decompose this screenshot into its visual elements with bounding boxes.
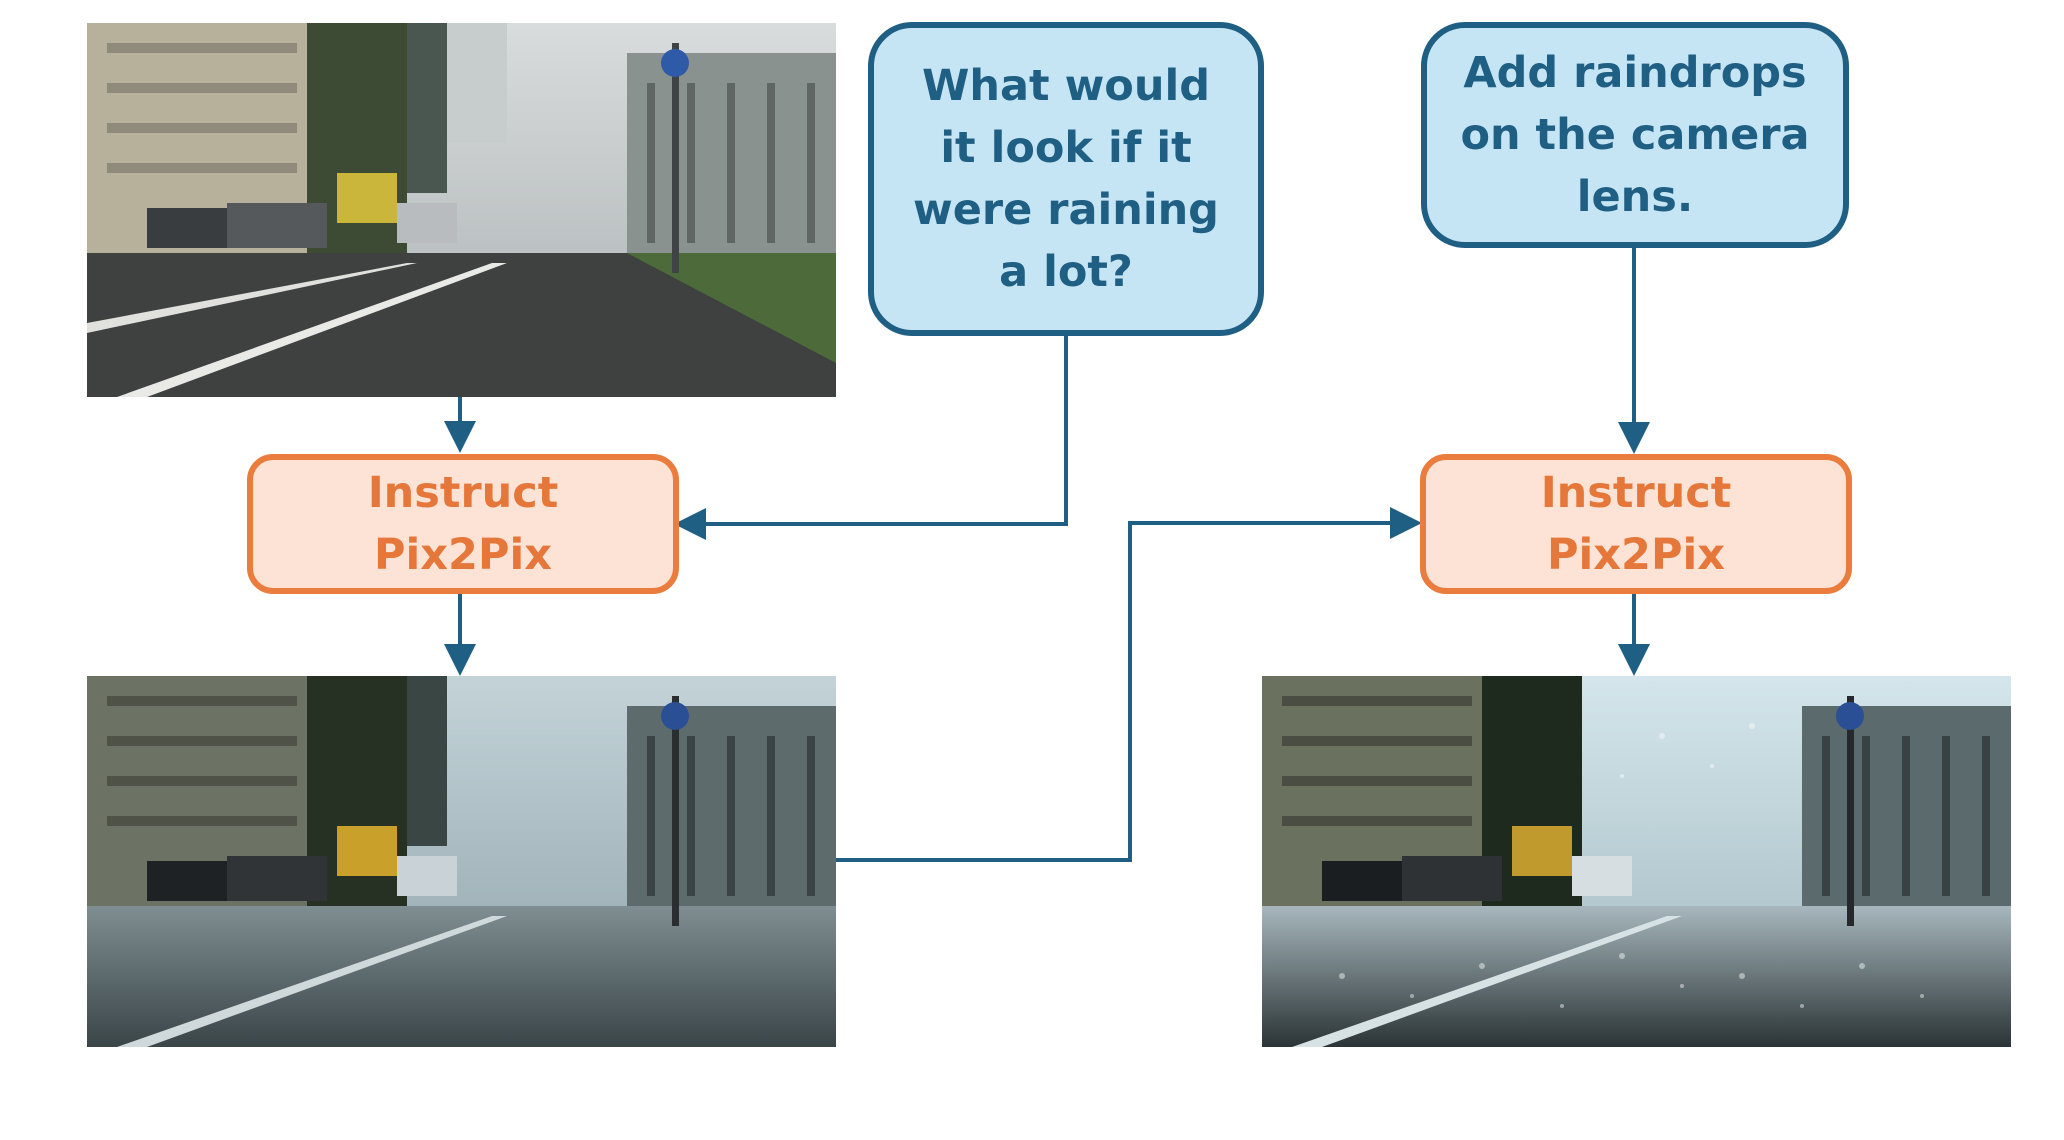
prompt-raindrops-text: Add raindrops on the camera lens. <box>1460 48 1810 222</box>
arrow-prompt-rain-to-model1 <box>674 336 1068 540</box>
model-box-instruct-pix2pix-1: Instruct Pix2Pix <box>247 454 679 594</box>
rainy-street-image <box>87 676 836 1047</box>
model-1-label: Instruct Pix2Pix <box>367 468 559 580</box>
arrow-rainy-image-to-model2 <box>836 507 1422 862</box>
model-2-label: Instruct Pix2Pix <box>1540 468 1732 580</box>
prompt-box-raindrops: Add raindrops on the camera lens. <box>1421 22 1849 248</box>
prompt-rain-text: What would it look if it were raining a … <box>913 61 1219 297</box>
model-box-instruct-pix2pix-2: Instruct Pix2Pix <box>1420 454 1852 594</box>
prompt-box-rain: What would it look if it were raining a … <box>868 22 1264 336</box>
raindrops-street-image <box>1262 676 2011 1047</box>
input-street-image <box>87 23 836 397</box>
